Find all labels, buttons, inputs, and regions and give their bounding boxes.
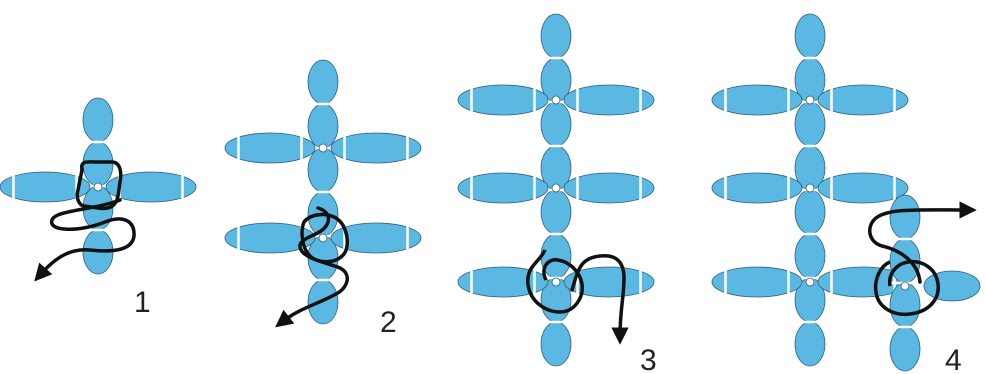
center-hole [551, 183, 561, 193]
bead-horizontal [224, 222, 316, 254]
bead-horizontal [105, 171, 197, 203]
bead-vertical [540, 189, 572, 235]
label-layer: 1 2 3 4 [134, 286, 962, 374]
bead-vertical [82, 141, 114, 187]
step-4-label: 4 [945, 344, 962, 374]
bead-horizontal [330, 132, 422, 164]
bead-vertical [540, 321, 572, 367]
bead-vertical [540, 101, 572, 147]
center-hole [318, 233, 328, 243]
bead-horizontal [563, 84, 655, 116]
bead-horizontal [457, 84, 549, 116]
bead-horizontal [817, 172, 909, 204]
center-hole [900, 281, 910, 291]
center-hole [805, 183, 815, 193]
bead-vertical [794, 101, 826, 147]
center-hole [551, 277, 561, 287]
bead-horizontal [711, 172, 803, 204]
step-4-thread-loop [873, 259, 940, 317]
thread-layer [34, 160, 977, 345]
bead-vertical [307, 59, 339, 105]
bead-vertical [889, 194, 921, 240]
bead-horizontal [563, 172, 655, 204]
bead-vertical [82, 97, 114, 143]
bead-horizontal [224, 132, 316, 164]
bead-vertical [794, 321, 826, 367]
bead-horizontal [923, 270, 981, 302]
bead-vertical [889, 326, 921, 372]
step-1-thread-path [34, 198, 136, 282]
center-hole [805, 95, 815, 105]
bead-vertical [794, 13, 826, 59]
step-3-thread-path [570, 253, 629, 345]
center-hole [93, 182, 103, 192]
bead-vertical [794, 233, 826, 279]
step-1-thread-loop [75, 160, 123, 211]
bead-horizontal [457, 266, 549, 298]
step-2-thread-loop [300, 212, 350, 264]
bead-vertical [794, 189, 826, 235]
bead-horizontal [457, 172, 549, 204]
bead-horizontal [0, 171, 91, 203]
center-hole [551, 95, 561, 105]
step-3-thread-loop [526, 249, 584, 314]
bead-vertical [540, 13, 572, 59]
bead-vertical [307, 147, 339, 193]
bead-horizontal [711, 84, 803, 116]
bead-horizontal [817, 84, 909, 116]
bead-horizontal [330, 222, 422, 254]
step-3-label: 3 [640, 344, 657, 374]
center-hole [805, 277, 815, 287]
center-hole [318, 143, 328, 153]
step-2-label: 2 [380, 306, 397, 339]
bead-vertical [307, 103, 339, 149]
step-4-thread-path [868, 201, 977, 284]
step-1-label: 1 [134, 286, 151, 319]
bead-horizontal [711, 266, 803, 298]
bead-horizontal [563, 266, 655, 298]
